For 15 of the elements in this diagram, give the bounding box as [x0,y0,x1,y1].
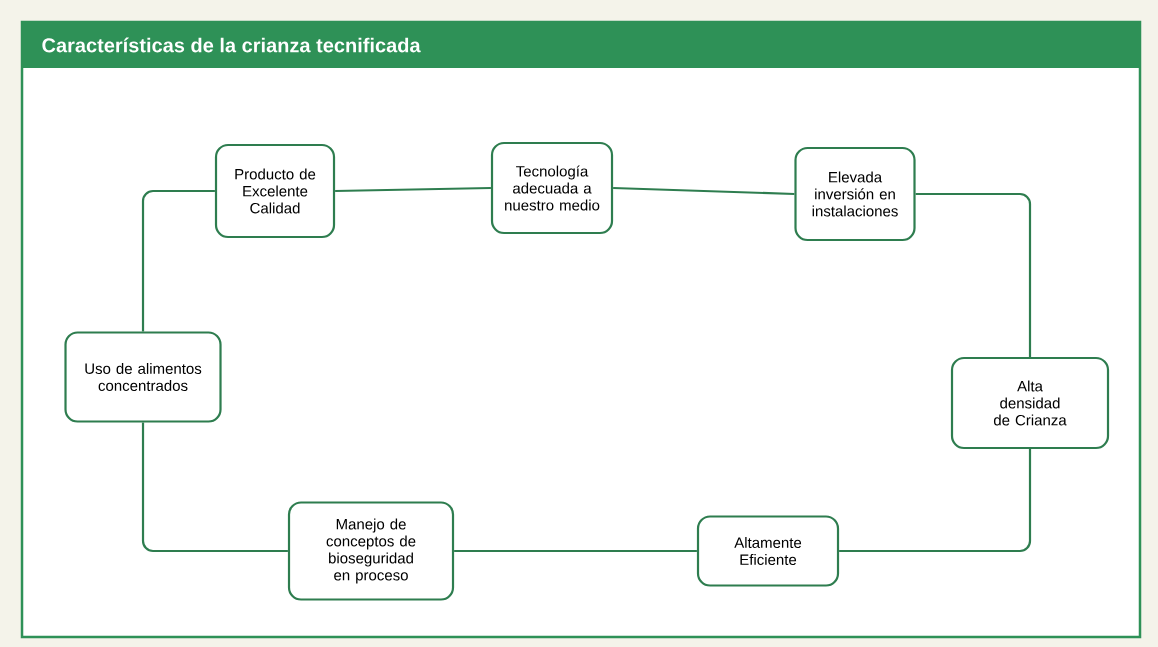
process-box: Producto de Excelente Calidad [214,143,336,239]
process-box: Alta densidad de Crianza [950,356,1110,450]
process-box: Altamente Eficiente [696,515,840,587]
connector-line [915,192,1032,357]
process-box: Tecnología adecuada a nuestro medio [490,141,614,235]
connector-line [454,549,697,553]
connector-line [839,449,1032,553]
connector-line [141,422,288,553]
process-box: Uso de alimentos concentrados [64,331,222,423]
process-box: Manejo de conceptos de bioseguridad en proceso [287,501,455,601]
connector-line [335,186,491,193]
title-banner: Características de la crianza tecnificada [22,22,1140,68]
connector-line [141,189,215,332]
connector-line [613,186,795,196]
process-box: Elevada inversión en instalaciones [794,146,916,242]
